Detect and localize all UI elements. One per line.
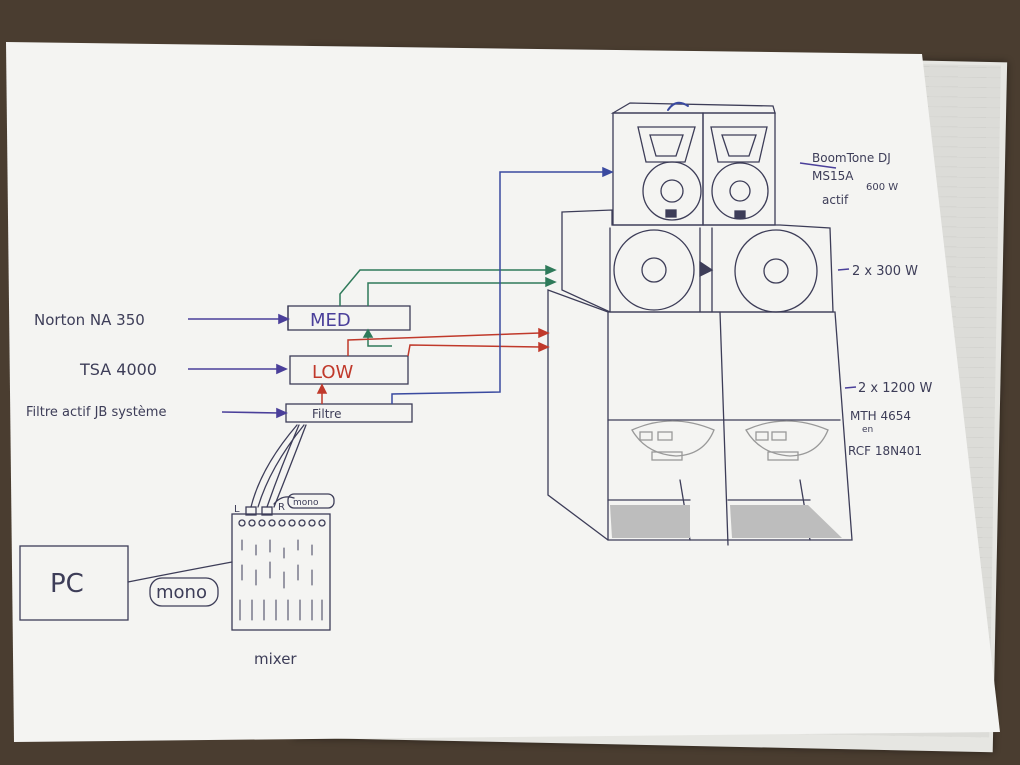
mono-tag	[149, 577, 219, 607]
mono-small-arrow	[273, 496, 295, 505]
mid-speaker-label: 2 x 300 W	[852, 264, 918, 279]
mixer	[231, 506, 331, 631]
top-speaker-line2: MS15A	[812, 169, 854, 183]
mixer-l-label: L	[234, 504, 240, 515]
sub-speaker-line4: RCF 18N401	[848, 444, 922, 458]
mono-small-tag	[287, 493, 335, 509]
mono-cable-label: mono	[156, 582, 207, 603]
pc-box	[19, 545, 129, 621]
med-label: MED	[310, 310, 351, 331]
top-speaker-line3: actif	[822, 193, 849, 207]
top-speaker-power: 600 W	[866, 182, 898, 193]
sub-speaker-line3: en	[862, 425, 873, 435]
sub-speaker-line2: MTH 4654	[850, 409, 911, 423]
low-label: LOW	[312, 362, 354, 383]
filtre-label: Filtre	[312, 407, 341, 421]
med-box	[287, 305, 411, 331]
pc-mixer-cable	[127, 561, 233, 583]
mixer-label: mixer	[254, 650, 297, 668]
sub-speaker-line1: 2 x 1200 W	[858, 381, 932, 396]
mixer-r-label: R	[278, 502, 285, 513]
low-box	[289, 355, 409, 385]
mixer-filtre-cable-l	[250, 424, 298, 508]
tsa-label: TSA 4000	[79, 360, 157, 379]
top-speaker-line1: BoomTone DJ	[812, 151, 891, 165]
mono-small-label: mono	[293, 498, 319, 508]
paper-sheet	[6, 42, 1000, 742]
mid-cabinet	[561, 209, 834, 313]
norton-label: Norton NA 350	[34, 311, 145, 329]
filtre-actif-label: Filtre actif JB système	[26, 405, 166, 420]
pc-label: PC	[50, 569, 84, 599]
sub-cabinet	[547, 289, 853, 546]
